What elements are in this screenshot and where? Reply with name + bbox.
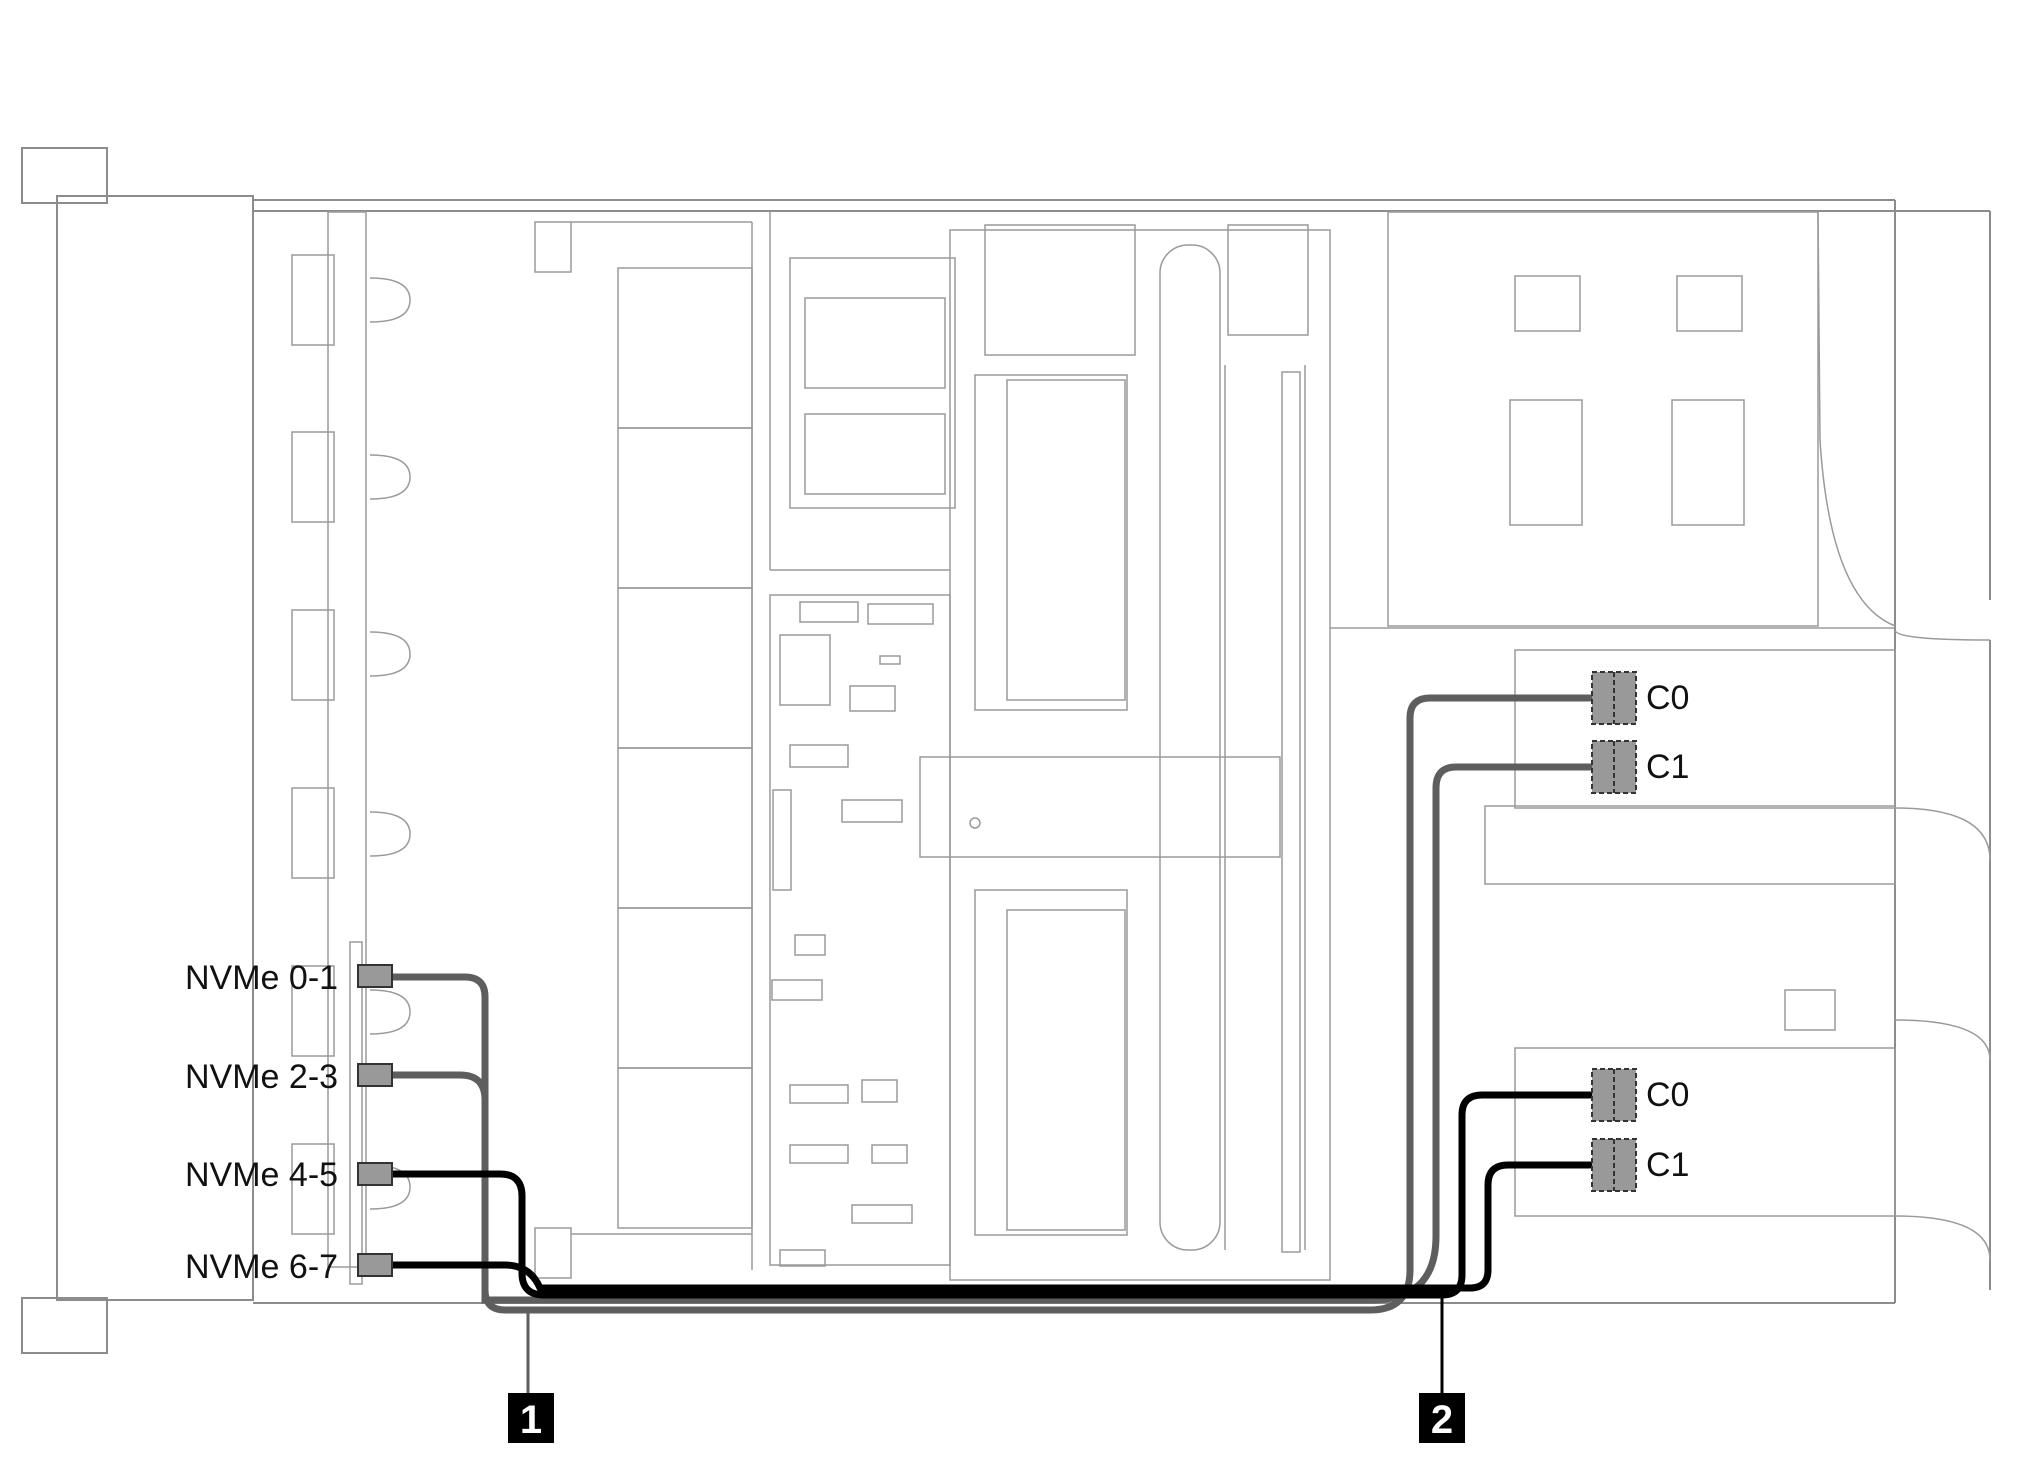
system-board: [769, 211, 956, 1267]
connector-nvme-0-1: [357, 964, 393, 988]
backplane-connectors: NVMe 0-1 NVMe 2-3 NVMe 4-5 NVMe 6-7: [185, 959, 393, 1286]
connector-nvme-4-5: [357, 1162, 393, 1186]
callout-1-number: 1: [520, 1398, 542, 1442]
label-nvme-0-1: NVMe 0-1: [185, 959, 338, 997]
lower-connector-c0: [1591, 1068, 1637, 1122]
callout-2: 2: [1419, 1393, 1465, 1443]
label-nvme-4-5: NVMe 4-5: [185, 1156, 338, 1194]
callout-1: 1: [508, 1393, 554, 1443]
upper-connector-c0: [1591, 671, 1637, 725]
callout-2-number: 2: [1431, 1398, 1453, 1442]
connector-nvme-2-3: [357, 1063, 393, 1087]
cables: [384, 694, 1594, 1397]
drive-backplane-area: [291, 211, 411, 1285]
label-nvme-6-7: NVMe 6-7: [185, 1248, 338, 1286]
label-lower-c0: C0: [1646, 1076, 1689, 1114]
backplane-board: [349, 941, 363, 1285]
fan-cage: [534, 221, 753, 1279]
connector-nvme-6-7: [357, 1253, 393, 1277]
riser-adapter-upper: [1484, 629, 1991, 885]
adapter-connectors: C0 C1 C0 C1: [1591, 671, 1689, 1192]
rack-ear-top: [21, 147, 108, 204]
upper-connector-c1: [1591, 740, 1637, 794]
front-bezel: [56, 195, 254, 1301]
label-upper-c1: C1: [1646, 748, 1689, 786]
riser-adapter-lower: [1514, 989, 1991, 1261]
label-nvme-2-3: NVMe 2-3: [185, 1058, 338, 1096]
cable-2-nvme-4-5: [384, 1091, 1594, 1299]
label-lower-c1: C1: [1646, 1146, 1689, 1184]
cable-1-nvme-0-1: [384, 694, 1594, 1314]
processor-area: [919, 224, 1331, 1281]
lower-connector-c1: [1591, 1138, 1637, 1192]
rear-area: [1330, 211, 1896, 629]
cable-2-nvme-6-7: [384, 1161, 1594, 1292]
label-upper-c0: C0: [1646, 679, 1689, 717]
rack-ear-bottom: [21, 1297, 108, 1354]
